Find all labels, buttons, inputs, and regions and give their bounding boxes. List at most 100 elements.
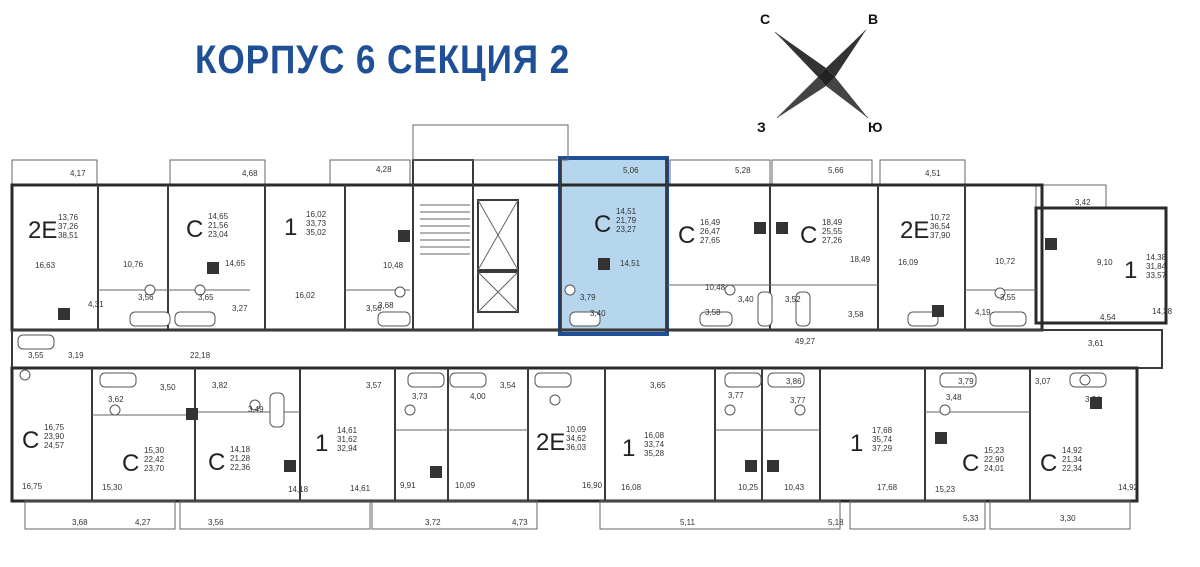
apartment-type-label: С <box>22 427 39 454</box>
apartment-area-value: 21,79 <box>616 216 637 225</box>
apartment-area-value: 14,65 <box>208 212 229 221</box>
apartment-area-value: 35,74 <box>872 435 893 444</box>
balcony-area-label: 4,51 <box>925 169 941 178</box>
balcony-area-label: 5,66 <box>828 166 844 175</box>
room-area-label: 4,31 <box>88 300 104 309</box>
balcony-area-label: 5,11 <box>680 518 696 527</box>
apartment-area-value: 22,36 <box>230 463 251 472</box>
room-area-label: 4,00 <box>470 392 486 401</box>
room-area-label: 16,09 <box>898 258 919 267</box>
room-area-label: 10,43 <box>784 483 805 492</box>
apartment-area-value: 22,90 <box>984 455 1005 464</box>
balcony-area-label: 3,68 <box>72 518 88 527</box>
apartment-area-value: 14,18 <box>230 445 251 454</box>
apartment-type-label: С <box>1040 450 1057 477</box>
room-area-label: 3,79 <box>580 293 596 302</box>
room-area-label: 3,68 <box>378 301 394 310</box>
apartment-type-label: 1 <box>850 430 863 457</box>
balcony-area-label: 5,18 <box>828 518 844 527</box>
room-area-label: 16,08 <box>621 483 642 492</box>
room-area-label: 14,65 <box>225 259 246 268</box>
room-area-label: 3,73 <box>412 392 428 401</box>
room-area-label: 10,48 <box>383 261 404 270</box>
apartment-type-label: 2Е <box>28 217 57 244</box>
apartment-type-label: С <box>594 211 611 238</box>
room-area-label: 16,63 <box>35 261 56 270</box>
room-area-label: 3,65 <box>198 293 214 302</box>
apartment-area-value: 37,26 <box>58 222 79 231</box>
highlighted-apartment[interactable] <box>558 156 669 336</box>
room-area-label: 16,75 <box>22 482 43 491</box>
apartment-type-label: 1 <box>315 430 328 457</box>
balcony-area-label: 4,68 <box>242 169 258 178</box>
room-area-label: 3,54 <box>500 381 516 390</box>
apartment-area-value: 18,49 <box>822 218 843 227</box>
apartment-area-value: 27,26 <box>822 236 843 245</box>
apartment-area-value: 16,02 <box>306 210 327 219</box>
room-area-label: 16,02 <box>295 291 316 300</box>
balcony-area-label: 5,28 <box>735 166 751 175</box>
apartment-area-value: 15,23 <box>984 446 1005 455</box>
room-area-label: 14,38 <box>1152 307 1173 316</box>
room-area-label: 3,55 <box>28 351 44 360</box>
room-area-label: 10,25 <box>738 483 759 492</box>
apartment-area-value: 17,68 <box>872 426 893 435</box>
compass-rose-icon: С В З Ю <box>757 11 882 135</box>
room-area-label: 3,82 <box>212 381 228 390</box>
apartment-area-value: 38,51 <box>58 231 79 240</box>
apartment-area-value: 13,76 <box>58 213 79 222</box>
room-area-label: 4,19 <box>975 308 991 317</box>
apartment-area-value: 32,94 <box>337 444 358 453</box>
balcony-area-label: 4,27 <box>135 518 151 527</box>
apartment-area-value: 33,73 <box>306 219 327 228</box>
apartment-type-label: 2Е <box>900 217 929 244</box>
room-area-label: 3,61 <box>1088 339 1104 348</box>
balcony-area-label: 3,42 <box>1075 198 1091 207</box>
room-area-label: 3,49 <box>248 405 264 414</box>
room-area-label: 4,54 <box>1100 313 1116 322</box>
room-area-label: 3,19 <box>68 351 84 360</box>
page-title: КОРПУС 6 СЕКЦИЯ 2 <box>195 38 571 82</box>
room-area-label: 3,58 <box>705 308 721 317</box>
apartment-area-value: 10,72 <box>930 213 951 222</box>
apartment-area-value: 14,61 <box>337 426 358 435</box>
apartment-type-label: 1 <box>284 214 297 241</box>
fixtures <box>17 222 1107 478</box>
apartment-area-value: 31,62 <box>337 435 358 444</box>
apartment-area-value: 21,34 <box>1062 455 1083 464</box>
room-area-label: 10,76 <box>123 260 144 269</box>
apartment-area-value: 24,01 <box>984 464 1005 473</box>
room-area-label: 3,55 <box>1000 293 1016 302</box>
apartment-area-value: 22,34 <box>1062 464 1083 473</box>
compass-north-label: С <box>760 11 770 27</box>
balcony-area-label: 4,73 <box>512 518 528 527</box>
apartment-type-label: 1 <box>622 435 635 462</box>
apartment-type-label: С <box>122 450 139 477</box>
apartment-type-label: 2Е <box>536 429 565 456</box>
room-area-label: 3,86 <box>786 377 802 386</box>
room-area-label: 14,51 <box>620 259 641 268</box>
room-area-label: 3,79 <box>958 377 974 386</box>
room-area-label: 14,18 <box>288 485 309 494</box>
room-area-label: 18,49 <box>850 255 871 264</box>
apartment-area-value: 25,55 <box>822 227 843 236</box>
apartment-area-value: 34,62 <box>566 434 587 443</box>
